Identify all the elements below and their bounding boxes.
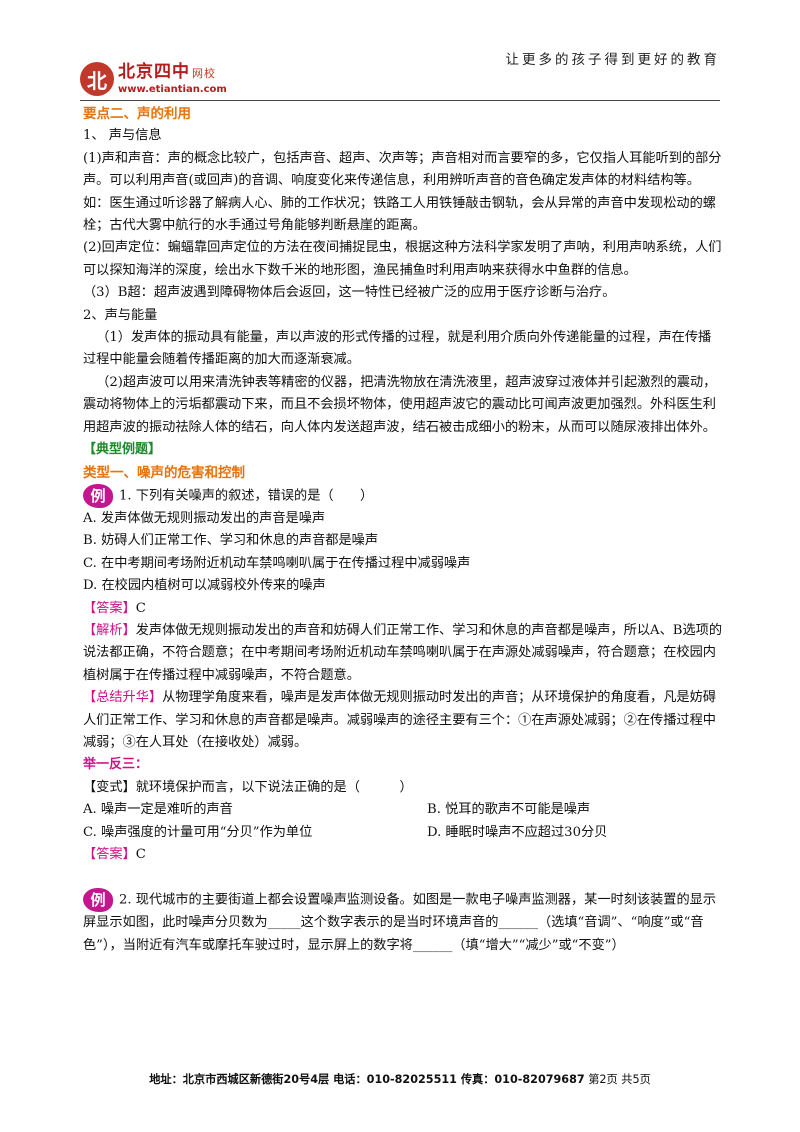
paragraph-echo: (2)回声定位：蝙蝠靠回声定位的方法在夜间捕捉昆虫，根据这种方法科学家发明了声呐… xyxy=(83,240,722,278)
paragraph-energy-2: （2)超声波可以用来清洗钟表等精密的仪器，把清洗物放在清洗液里，超声波穿过液体并… xyxy=(83,374,717,435)
logo-sub: 网校 xyxy=(192,67,216,80)
variant-option-c: C. 噪声强度的计量可用“分贝”作为单位 xyxy=(83,824,313,840)
type1-title: 类型一、噪声的危害和控制 xyxy=(83,464,245,481)
footer-address: 地址：北京市西城区新德街20号4层 电话：010-82025511 传真：010… xyxy=(149,1073,585,1086)
q1-option-b: B. 妨碍人们正常工作、学习和休息的声音都是噪声 xyxy=(83,533,379,549)
logo-name: 北京四中网校 xyxy=(118,62,216,82)
page-header: 北 北京四中网校 www.etiantian.com 让更多的孩子得到更好的教育 xyxy=(80,40,720,102)
paragraph-sound: (1)声和声音：声的概念比较广，包括声音、超声、次声等；声音相对而言要窄的多，它… xyxy=(83,150,722,234)
variant-option-b: B. 悦耳的歌声不可能是噪声 xyxy=(427,802,591,818)
variant-stem: 【变式】就环境保护而言，以下说法正确的是（ ） xyxy=(83,779,413,795)
paragraph-energy-1: （1）发声体的振动具有能量，声以声波的形式传播的过程，就是利用介质向外传递能量的… xyxy=(83,330,712,368)
slogan: 让更多的孩子得到更好的教育 xyxy=(505,52,720,68)
q1-analysis: 【解析】发声体做无规则振动发出的声音和妨碍人们正常工作、学习和休息的声音都是噪声… xyxy=(83,622,723,683)
logo-url: www.etiantian.com xyxy=(118,84,227,95)
paragraph-b-ultrasound: （3）B超：超声波遇到障碍物体后会返回，这一特性已经被广泛的应用于医疗诊断与治疗… xyxy=(83,285,616,301)
q1-summary: 【总结升华】从物理学角度来看，噪声是发声体做无规则振动时发出的声音；从环境保护的… xyxy=(83,690,716,750)
variant-option-d: D. 睡眠时噪声不应超过30分贝 xyxy=(427,824,608,840)
example-badge-icon: 例 xyxy=(83,483,113,508)
q1-option-d: D. 在校园内植树可以减弱校外传来的噪声 xyxy=(83,578,326,594)
section-title: 要点二、声的利用 xyxy=(83,106,191,122)
q1-option-a: A. 发声体做无规则振动发出的声音是噪声 xyxy=(83,510,326,526)
variant-heading: 举一反三： xyxy=(83,757,149,773)
logo-emblem-icon: 北 xyxy=(80,62,114,96)
example-badge-icon-2: 例 xyxy=(83,888,113,913)
logo: 北 北京四中网校 www.etiantian.com xyxy=(80,62,227,96)
q1-answer: 【答案】C xyxy=(83,600,146,616)
variant-option-a: A. 噪声一定是难听的声音 xyxy=(83,802,233,818)
variant-answer: 【答案】C xyxy=(83,847,146,862)
header-divider xyxy=(80,100,720,101)
footer-page-number: 第2页 共5页 xyxy=(588,1073,651,1086)
document-body: 要点二、声的利用 1、 声与信息 (1)声和声音：声的概念比较广，包括声音、超声… xyxy=(83,103,723,957)
examples-heading: 【典型例题】 xyxy=(83,442,162,458)
subsection-title-info: 1、 声与信息 xyxy=(83,128,162,144)
q1-option-c: C. 在中考期间考场附近机动车禁鸣喇叭属于在传播过程中减弱噪声 xyxy=(83,555,471,571)
subsection-title-energy: 2、声与能量 xyxy=(83,307,158,323)
page-footer: 地址：北京市西城区新德街20号4层 电话：010-82025511 传真：010… xyxy=(0,1071,800,1087)
